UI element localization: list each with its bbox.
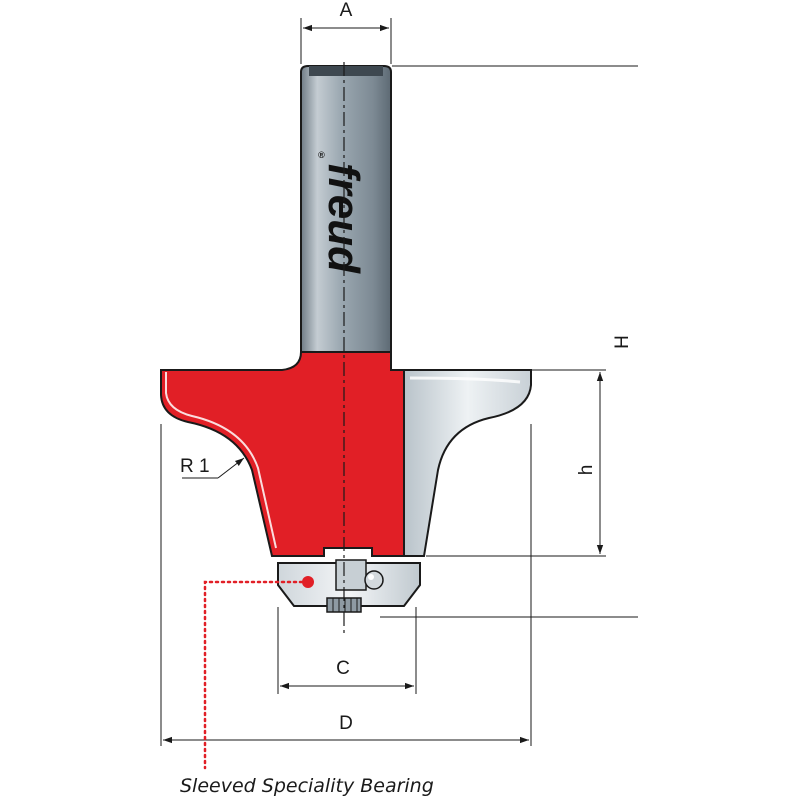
dim-label-a: A: [340, 0, 353, 21]
bearing-caption: Sleeved Speciality Bearing: [180, 775, 434, 797]
brand-mark: ®: [318, 150, 325, 160]
bearing-assembly: [277, 559, 421, 613]
dim-label-h-cutting: h: [576, 465, 597, 476]
dim-label-h-overall: H: [612, 335, 633, 349]
cutter-body: [160, 351, 405, 557]
dim-label-d: D: [339, 713, 353, 734]
dimension-lines: [160, 18, 638, 746]
carbide-edge: [403, 369, 532, 557]
bearing-callout-dot: [302, 576, 314, 588]
shank: freud ®: [300, 65, 392, 353]
bearing-callout-leader: [203, 580, 304, 770]
dim-label-r1: R 1: [180, 456, 210, 477]
dim-label-c: C: [336, 658, 350, 679]
